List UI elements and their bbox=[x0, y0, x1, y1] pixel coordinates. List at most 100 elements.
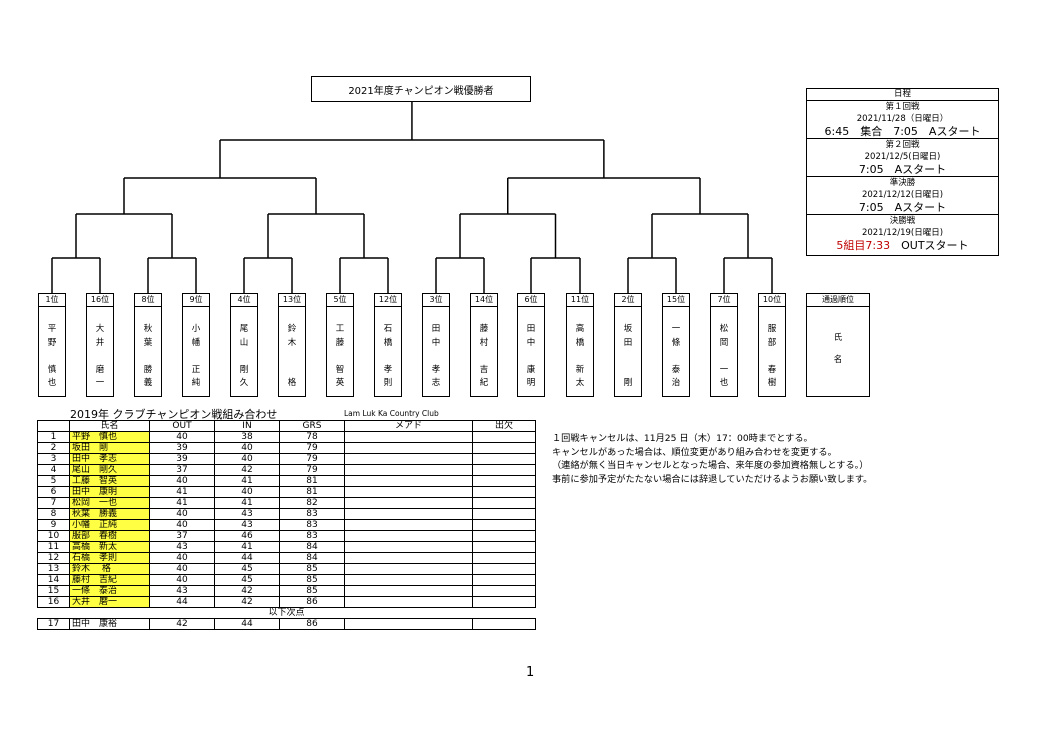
player-name: 松岡 一也 bbox=[69, 497, 150, 509]
attendance-cell bbox=[472, 574, 536, 586]
player-name-char: 春 bbox=[767, 364, 777, 375]
player-name: 尾山 剛久 bbox=[69, 464, 150, 476]
player-name-char: 磨 bbox=[95, 364, 105, 375]
player-name-char: 明 bbox=[526, 378, 536, 388]
row-number: 9 bbox=[37, 519, 70, 531]
player-name-vertical: 大井磨一 bbox=[87, 307, 113, 391]
player-name-char: 大 bbox=[95, 324, 105, 334]
schedule-panel: 日程 第１回戦 2021/11/28（日曜日） 6:45 集合 7:05 Aスタ… bbox=[806, 88, 999, 256]
gross-score: 85 bbox=[279, 574, 345, 586]
player-name-char: 田 bbox=[431, 324, 441, 334]
note-line: キャンセルがあった場合は、順位変更があり組み合わせを変更する。 bbox=[552, 446, 837, 458]
in-score: 40 bbox=[214, 486, 280, 498]
player-name-char: 志 bbox=[431, 378, 441, 388]
player-name-char: 野 bbox=[47, 337, 57, 348]
row-number: 15 bbox=[37, 585, 70, 597]
player-name-char: 正 bbox=[191, 364, 201, 375]
attendance-cell bbox=[472, 552, 536, 564]
player-name-char: 治 bbox=[671, 378, 681, 388]
email-cell bbox=[344, 541, 473, 553]
gross-score: 78 bbox=[279, 431, 345, 443]
table-header-cell: IN bbox=[214, 420, 280, 432]
gross-score: 83 bbox=[279, 508, 345, 520]
pairing-table-title: 2019年 クラブチャンピオン戦組み合わせ bbox=[70, 408, 278, 421]
attendance-cell bbox=[472, 519, 536, 531]
gross-score: 79 bbox=[279, 453, 345, 465]
player-name: 秋葉 勝義 bbox=[69, 508, 150, 520]
player-name-char: 高 bbox=[575, 324, 585, 334]
attendance-cell bbox=[472, 442, 536, 454]
player-name: 平野 慎也 bbox=[69, 431, 150, 443]
player-name-char: 一 bbox=[719, 364, 729, 375]
player-name-char: 小 bbox=[191, 324, 201, 334]
player-name: 藤村 吉紀 bbox=[69, 574, 150, 586]
attendance-cell bbox=[472, 541, 536, 553]
player-box: 7位松岡一也 bbox=[710, 293, 738, 397]
attendance-cell bbox=[472, 508, 536, 520]
email-cell bbox=[344, 585, 473, 597]
in-score: 41 bbox=[214, 497, 280, 509]
player-name-char: 松 bbox=[719, 324, 729, 334]
player-name-char bbox=[767, 350, 778, 364]
player-name-char bbox=[719, 350, 730, 364]
player-name-char: 秋 bbox=[143, 324, 153, 334]
player-name-char bbox=[671, 350, 682, 364]
email-cell bbox=[344, 574, 473, 586]
player-box: 2位坂田剛 bbox=[614, 293, 642, 397]
player-name-char: 鈴 bbox=[287, 324, 297, 334]
player-name-char: 康 bbox=[526, 364, 536, 375]
out-score: 39 bbox=[149, 453, 215, 465]
email-cell bbox=[344, 453, 473, 465]
gross-score: 79 bbox=[279, 464, 345, 476]
player-name-char: 太 bbox=[575, 378, 585, 388]
gross-score: 86 bbox=[279, 596, 345, 608]
champion-title: 2021年度チャンピオン戦優勝者 bbox=[348, 85, 494, 97]
player-name-char: 新 bbox=[575, 364, 585, 375]
player-name-char bbox=[623, 364, 634, 378]
attendance-cell bbox=[472, 464, 536, 476]
player-name: 大井 磨一 bbox=[69, 596, 150, 608]
player-name-char: 剛 bbox=[239, 364, 249, 375]
player-name: 田中 康裕 bbox=[69, 618, 150, 630]
email-cell bbox=[344, 508, 473, 520]
schedule-round-detail: 5組目7:33 OUTスタート bbox=[807, 239, 998, 252]
player-name-char: 久 bbox=[239, 378, 249, 388]
note-line: 事前に参加予定がたたない場合には辞退していただけるようお願い致します。 bbox=[552, 473, 873, 485]
player-name-char bbox=[335, 350, 346, 364]
out-score: 40 bbox=[149, 519, 215, 531]
player-name-char: 紀 bbox=[479, 378, 489, 388]
player-name-vertical: 坂田剛 bbox=[615, 307, 641, 391]
player-box: 9位小幡正純 bbox=[182, 293, 210, 397]
out-score: 44 bbox=[149, 596, 215, 608]
schedule-round-detail: 7:05 Aスタート bbox=[858, 163, 947, 176]
player-name-vertical: 尾山剛久 bbox=[231, 307, 257, 391]
table-header-cell: メアド bbox=[344, 420, 473, 432]
gross-score: 83 bbox=[279, 530, 345, 542]
player-name-char: 幡 bbox=[191, 337, 201, 348]
row-number: 4 bbox=[37, 464, 70, 476]
row-number: 5 bbox=[37, 475, 70, 487]
schedule-round-name: 第１回戦 bbox=[885, 102, 920, 112]
player-rank: 9位 bbox=[183, 294, 209, 307]
player-name-char: 格 bbox=[287, 378, 297, 388]
club-name: Lam Luk Ka Country Club bbox=[344, 409, 439, 418]
player-rank: 3位 bbox=[423, 294, 449, 307]
email-cell bbox=[344, 442, 473, 454]
attendance-cell bbox=[472, 618, 536, 630]
player-name-char: 藤 bbox=[335, 337, 345, 348]
schedule-final: 決勝戦 2021/12/19(日曜日) 5組目7:33 OUTスタート bbox=[807, 215, 998, 252]
player-name: 石橋 孝則 bbox=[69, 552, 150, 564]
in-score: 43 bbox=[214, 508, 280, 520]
schedule-round-name: 第２回戦 bbox=[885, 140, 920, 150]
player-name-char: 孝 bbox=[431, 364, 441, 375]
player-name-char bbox=[575, 350, 586, 364]
player-name: 小幡 正純 bbox=[69, 519, 150, 531]
player-name-char bbox=[239, 350, 250, 364]
out-score: 40 bbox=[149, 574, 215, 586]
schedule-round-name: 準決勝 bbox=[889, 178, 916, 188]
